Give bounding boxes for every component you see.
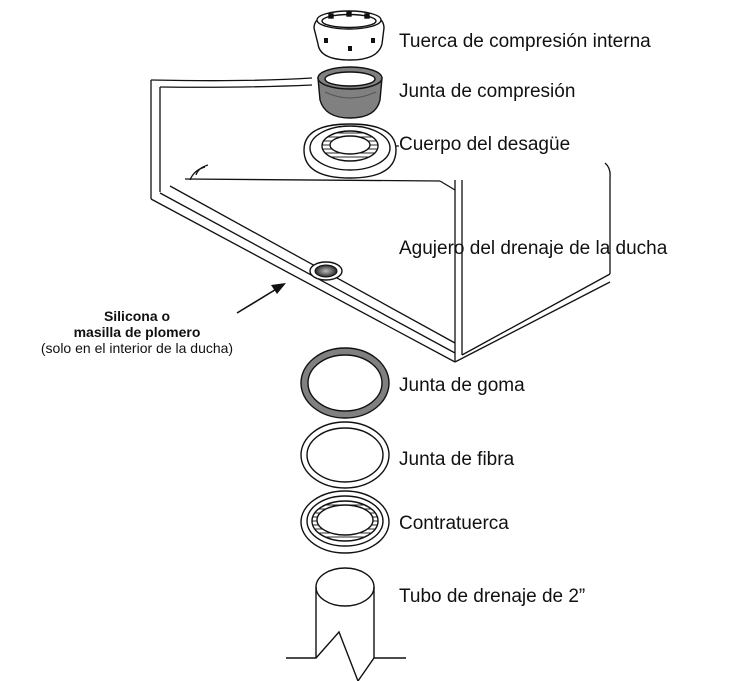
label-shower-drain-hole: Agujero del drenaje de la ducha [399,238,668,259]
sealant-note-line2: masilla de plomero [73,324,201,340]
drain-body-drawing [303,123,397,179]
label-compression-gasket: Junta de compresión [399,81,576,102]
sealant-arrow [236,283,286,314]
label-locknut: Contratuerca [399,513,509,534]
label-drain-body: Cuerpo del desagüe [399,134,571,155]
locknut-drawing [300,490,390,554]
shower-right-upper [439,180,456,191]
shower-back-wall-curve-inner [159,84,313,88]
rubber-gasket-drawing [300,347,390,419]
compression-gasket-drawing [317,66,383,119]
shower-right-rail [604,162,611,274]
label-rubber-gasket: Junta de goma [399,375,525,396]
internal-compression-nut-drawing [313,10,385,61]
fiber-gasket-drawing [300,421,390,489]
shower-front-edge-inner [159,192,456,354]
drain-pipe-drawing [286,567,406,681]
shower-back-wall-curve [150,77,313,82]
shower-right-bottom-edge-2 [454,281,611,363]
sealant-note-line3: (solo en el interior de la ducha) [40,340,234,356]
label-fiber-gasket: Junta de fibra [399,449,515,470]
shower-floor-edge [169,185,456,344]
shower-corner-seam-2 [189,166,206,181]
shower-right-bottom-edge [461,273,611,356]
label-internal-compression-nut: Tuerca de compresión interna [399,31,651,52]
shower-front-edge [150,198,456,363]
sealant-note-line1: Silicona o [103,308,171,324]
sealant-note: Silicona o masilla de plomero (solo en e… [2,308,272,356]
shower-base [150,77,611,363]
shower-floor-edge-back [184,178,441,182]
label-drain-pipe: Tubo de drenaje de 2” [399,586,586,607]
drain-hole-in-floor [309,261,343,281]
